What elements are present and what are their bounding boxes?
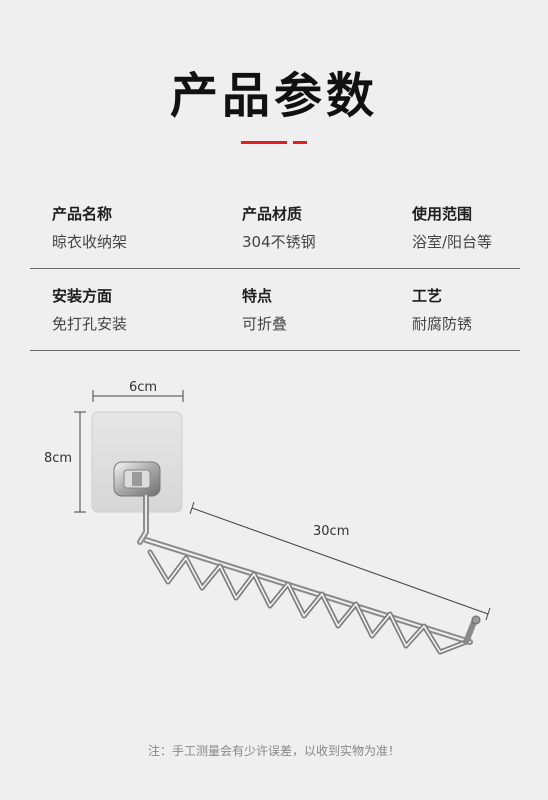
spec-item-craft: 工艺 耐腐防锈: [412, 286, 472, 334]
height-label: 8cm: [44, 451, 73, 466]
spec-value: 浴室/阳台等: [412, 233, 493, 251]
rack-hooks: [147, 549, 469, 655]
product-figure: 6cm 8cm 30cm: [0, 360, 548, 720]
divider: [30, 268, 520, 269]
spec-item-feature: 特点 可折叠: [242, 286, 287, 334]
end-hook: [463, 619, 477, 645]
spec-item-install: 安装方面 免打孔安装: [52, 286, 127, 334]
title-accent-dash: [293, 141, 307, 144]
product-illustration: [74, 390, 491, 655]
divider: [30, 350, 520, 351]
spec-value: 耐腐防锈: [412, 315, 473, 333]
spec-label: 特点: [242, 287, 273, 305]
page-title: 产品参数: [169, 68, 378, 124]
height-dimension: [74, 411, 86, 513]
spec-row: 安装方面 免打孔安装 特点 可折叠 工艺 耐腐防锈: [30, 268, 520, 350]
spec-row: 产品名称 晾衣收纳架 产品材质 304不锈钢 使用范围 浴室/阳台等: [30, 186, 520, 268]
length-dimension: [189, 501, 491, 621]
spec-value: 304不锈钢: [242, 233, 316, 251]
width-label: 6cm: [129, 380, 158, 395]
width-dimension: [92, 390, 184, 402]
spec-value: 可折叠: [242, 315, 288, 333]
spec-value: 免打孔安装: [52, 315, 128, 333]
spec-label: 工艺: [412, 287, 443, 305]
spec-value: 晾衣收纳架: [52, 233, 128, 251]
spec-label: 产品名称: [52, 205, 113, 223]
spec-label: 使用范围: [412, 205, 473, 223]
spec-item-material: 产品材质 304不锈钢: [242, 204, 316, 252]
spec-item-name: 产品名称 晾衣收纳架: [52, 204, 127, 252]
spec-item-usage: 使用范围 浴室/阳台等: [412, 204, 492, 252]
mount-bracket: [113, 461, 161, 497]
length-label: 30cm: [313, 524, 350, 539]
spec-label: 产品材质: [242, 205, 303, 223]
spec-label: 安装方面: [52, 287, 113, 305]
title-accent-bar: [241, 141, 287, 144]
disclaimer-note: 注：手工测量会有少许误差，以收到实物为准！: [147, 744, 400, 758]
